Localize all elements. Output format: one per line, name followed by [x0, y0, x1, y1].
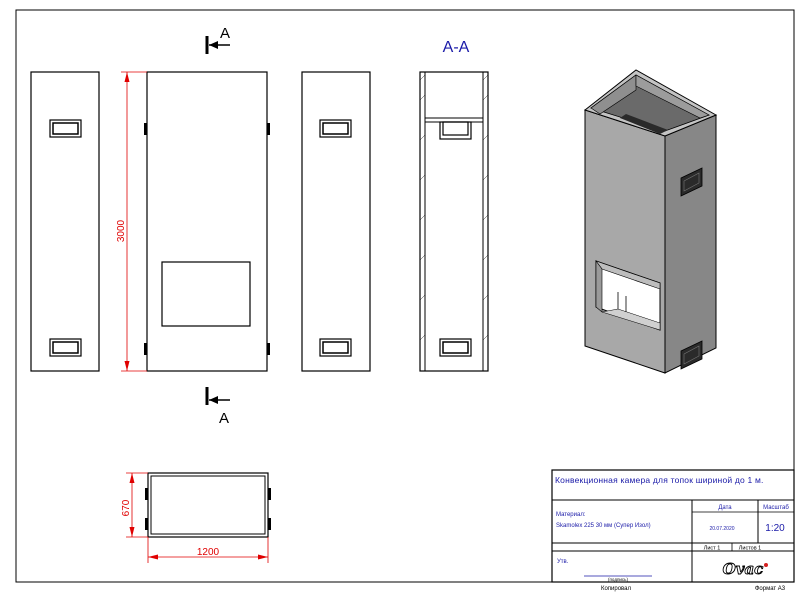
section-cut-label: A — [219, 410, 229, 427]
copied-label: Копировал — [601, 586, 632, 592]
date-label: Дата — [718, 505, 732, 511]
section-cut-label: A — [220, 25, 230, 42]
format-label: Формат А3 — [755, 586, 786, 592]
left-side-view — [30, 71, 100, 372]
top-view — [145, 472, 271, 538]
sheet-border — [15, 9, 795, 583]
vent-opening — [319, 338, 352, 357]
vent-opening — [439, 338, 472, 357]
firebox-opening — [161, 261, 251, 327]
drawing-title: Конвекционная камера для топок шириной д… — [555, 475, 764, 485]
section-mark-top: A — [205, 25, 230, 54]
date-value: 20.07.2020 — [709, 526, 734, 532]
vent-opening — [319, 119, 352, 138]
logo-mark-icon — [764, 563, 768, 567]
front-view — [144, 71, 270, 372]
section-mark-bottom: A — [205, 387, 230, 427]
section-view — [419, 71, 489, 372]
depth-dimension-label: 670 — [121, 499, 132, 516]
section-view-label: A-A — [443, 39, 470, 56]
company-logo: Ovaс — [723, 560, 764, 578]
isometric-view — [583, 69, 718, 374]
vent-opening — [49, 338, 82, 357]
height-dimension-label: 3000 — [116, 219, 127, 242]
approved-label: Утв. — [557, 559, 569, 565]
material-label: Материал: — [556, 512, 586, 518]
sheet-count: Листов 1 — [739, 546, 761, 552]
scale-label: Масштаб — [763, 505, 789, 511]
signature-label: (подпись) — [608, 577, 629, 582]
width-dimension: 1200 — [147, 537, 269, 563]
vent-opening — [49, 119, 82, 138]
vent-opening — [680, 167, 703, 197]
material-value: Skamolex 225 30 мм (Супер Изол) — [556, 523, 651, 529]
title-block: Конвекционная камера для топок шириной д… — [551, 469, 795, 583]
right-side-view — [301, 71, 371, 372]
sheet-number: Лист 1 — [704, 546, 721, 552]
vent-opening — [680, 340, 703, 370]
width-dimension-label: 1200 — [197, 547, 220, 558]
depth-dimension: 670 — [121, 472, 148, 538]
scale-value: 1:20 — [765, 523, 785, 534]
height-dimension: 3000 — [116, 71, 147, 372]
